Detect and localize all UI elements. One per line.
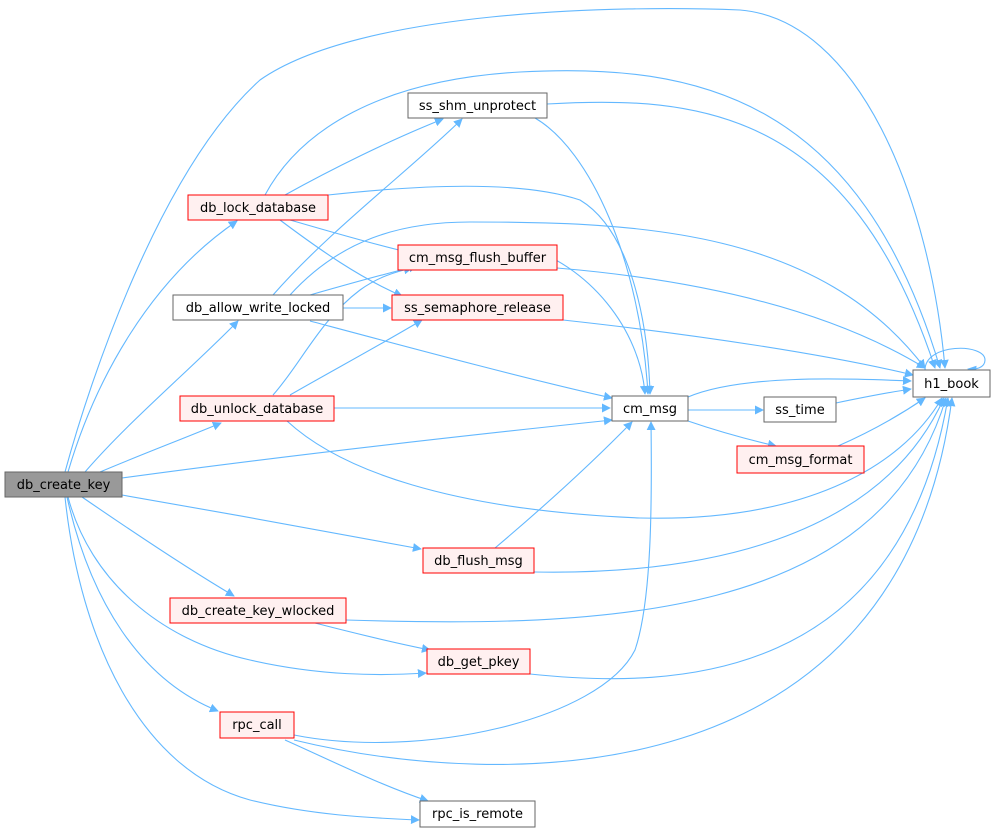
node-label: db_allow_write_locked: [186, 301, 331, 316]
node-db-allow-write-locked[interactable]: db_allow_write_locked: [172, 294, 344, 321]
edge-cm_msg-cm_msg_format: [687, 420, 777, 449]
edge-ss_semaphore_release-h1_book: [562, 319, 914, 378]
node-cm-msg-format[interactable]: cm_msg_format: [736, 445, 865, 474]
node-h1-book[interactable]: h1_book: [912, 369, 991, 398]
edge-db_create_key-db_flush_msg: [121, 494, 422, 552]
edge-db_lock_database-cm_msg: [327, 185, 655, 395]
node-label: ss_semaphore_release: [404, 301, 551, 316]
node-label: db_flush_msg: [434, 554, 523, 569]
node-label: db_lock_database: [200, 201, 316, 216]
edge-db_create_key-db_create_key_wlocked: [81, 496, 235, 597]
edge-db_create_key_wlocked-h1_book: [345, 397, 948, 623]
edge-db_unlock_database-cm_msg_flush_buffer: [272, 265, 413, 396]
edge-db_create_key-cm_msg: [121, 416, 613, 479]
node-label: db_create_key: [17, 478, 111, 493]
node-label: rpc_call: [232, 718, 282, 733]
node-label: cm_msg_flush_buffer: [409, 251, 547, 266]
node-cm-msg-flush-buffer[interactable]: cm_msg_flush_buffer: [397, 244, 558, 271]
edge-db_create_key-db_unlock_database: [99, 421, 222, 473]
node-label: db_unlock_database: [191, 402, 324, 417]
node-label: ss_shm_unprotect: [419, 99, 536, 114]
node-label: cm_msg: [623, 402, 677, 417]
edge-db_create_key_wlocked-db_get_pkey: [314, 622, 431, 653]
edge-db_create_key-rpc_is_remote: [64, 496, 420, 825]
edge-db_get_pkey-h1_book: [529, 397, 952, 680]
node-label: rpc_is_remote: [432, 807, 523, 822]
edge-db_flush_msg-cm_msg: [494, 421, 633, 549]
edge-db_unlock_database-ss_semaphore_release: [289, 319, 423, 396]
edge-h1_book-h1_book: [924, 347, 986, 375]
node-ss-semaphore-release[interactable]: ss_semaphore_release: [391, 294, 564, 321]
node-ss-time[interactable]: ss_time: [763, 396, 837, 423]
edge-db_lock_database-ss_semaphore_release: [279, 219, 403, 297]
edge-rpc_call-cm_msg: [293, 421, 656, 744]
node-label: db_get_pkey: [438, 655, 520, 670]
edge-db_unlock_database-h1_book: [286, 397, 943, 519]
edge-cm_msg-h1_book: [687, 376, 912, 398]
edge-db_create_key-db_lock_database: [67, 220, 238, 473]
edge-cm_msg_flush_buffer-h1_book: [556, 267, 926, 369]
node-label: cm_msg_format: [749, 453, 853, 468]
node-rpc-is-remote[interactable]: rpc_is_remote: [419, 800, 536, 828]
edge-ss_shm_unprotect-cm_msg: [534, 117, 653, 395]
edge-db_create_key-db_get_pkey: [67, 496, 427, 679]
node-db-create-key[interactable]: db_create_key: [4, 471, 123, 498]
node-db-unlock-database[interactable]: db_unlock_database: [179, 395, 335, 422]
edge-db_allow_write_locked-cm_msg: [309, 320, 613, 401]
edges: [64, 8, 986, 825]
node-db-flush-msg[interactable]: db_flush_msg: [422, 547, 535, 574]
edge-db_lock_database-ss_shm_unprotect: [284, 117, 444, 196]
edge-db_create_key-h1_book: [64, 8, 949, 473]
edge-rpc_call-rpc_is_remote: [284, 739, 429, 803]
edge-db_allow_write_locked-ss_shm_unprotect: [272, 118, 463, 296]
edge-cm_msg_format-h1_book: [837, 397, 926, 447]
edge-db_create_key-rpc_call: [66, 496, 219, 713]
node-label: ss_time: [775, 403, 824, 418]
node-cm-msg[interactable]: cm_msg: [611, 395, 689, 422]
edge-db_create_key-db_allow_write_locked: [84, 320, 239, 473]
node-label: db_create_key_wlocked: [182, 604, 335, 619]
node-label: h1_book: [924, 377, 979, 392]
node-db-get-pkey[interactable]: db_get_pkey: [426, 648, 531, 675]
edge-ss_time-h1_book: [835, 385, 912, 404]
node-rpc-call[interactable]: rpc_call: [219, 711, 295, 739]
edge-db_allow_write_locked-h1_book: [289, 221, 926, 369]
node-db-lock-database[interactable]: db_lock_database: [187, 194, 329, 221]
edge-ss_shm_unprotect-h1_book: [546, 101, 937, 369]
edge-db_lock_database-cm_msg_flush_buffer: [289, 219, 408, 255]
edge-db_lock_database-h1_book: [264, 70, 942, 369]
edge-rpc_call-h1_book: [293, 397, 956, 765]
node-db-create-key-wlocked[interactable]: db_create_key_wlocked: [169, 597, 347, 624]
edge-db_flush_msg-h1_book: [533, 397, 945, 573]
node-ss-shm-unprotect[interactable]: ss_shm_unprotect: [407, 92, 548, 119]
nodes: db_create_key db_lock_database db_allow_…: [4, 92, 991, 828]
